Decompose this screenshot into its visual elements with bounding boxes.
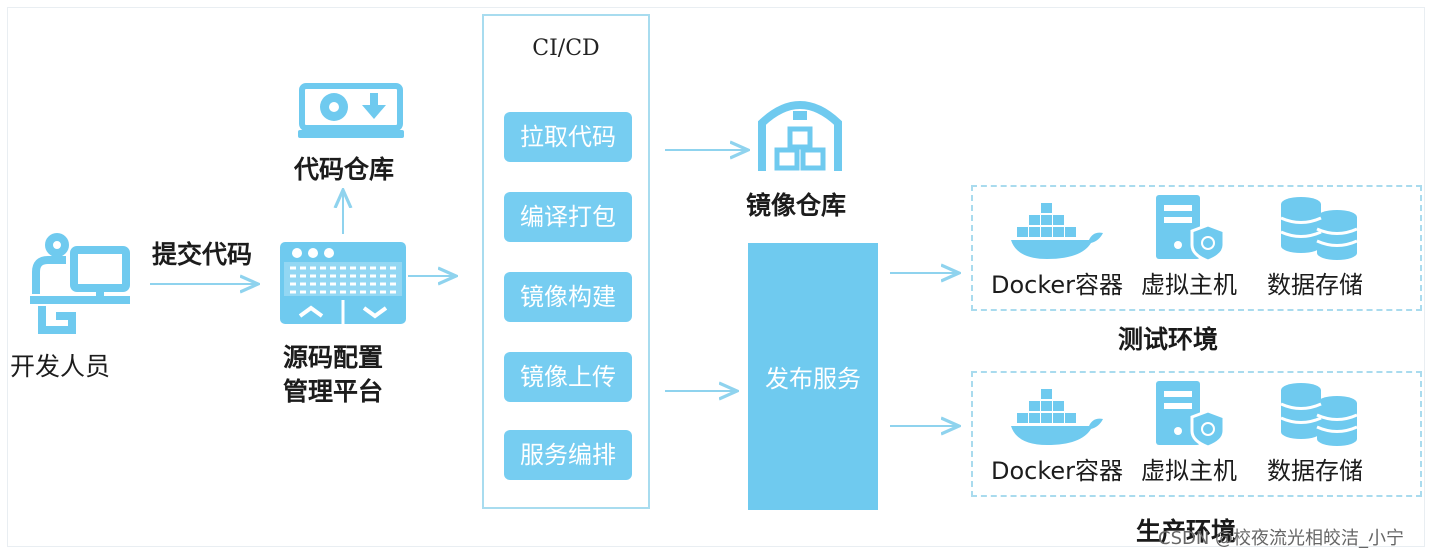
image-repository-label: 镜像仓库 <box>746 191 847 220</box>
test-vhost-label: 虚拟主机 <box>1141 271 1237 299</box>
prod-vhost-label: 虚拟主机 <box>1141 457 1237 485</box>
developer-icon <box>30 233 130 334</box>
cicd-pipeline-box: CI/CD 拉取代码 编译打包 镜像构建 镜像上传 服务编排 <box>482 14 650 509</box>
developer-label: 开发人员 <box>10 352 111 381</box>
step-pull-code: 拉取代码 <box>504 112 632 162</box>
code-repository-label: 代码仓库 <box>294 155 395 184</box>
csdn-watermark: CSDN @校夜流光相皎洁_小宁 <box>1158 528 1405 549</box>
diagram-frame <box>7 7 1425 547</box>
docker-whale-icon <box>1011 389 1103 445</box>
data-storage-database-icon <box>1280 197 1358 260</box>
scm-label-line2: 管理平台 <box>283 377 384 406</box>
prod-storage-label: 数据存储 <box>1267 457 1363 485</box>
step-service-orchestration: 服务编排 <box>504 430 632 480</box>
virtual-host-server-icon <box>1156 381 1226 449</box>
test-environment-box: Docker容器 虚拟主机 数据存储 <box>971 185 1422 311</box>
code-repository-icon <box>298 83 404 138</box>
scm-window-icon <box>280 242 406 324</box>
publish-service-label: 发布服务 <box>765 365 861 393</box>
barn-warehouse-icon <box>758 101 842 171</box>
production-environment-title: 生产环境 <box>1136 517 1237 546</box>
step-compile-package: 编译打包 <box>504 192 632 242</box>
docker-whale-icon <box>1011 203 1103 259</box>
step-image-upload: 镜像上传 <box>504 352 632 402</box>
cicd-title: CI/CD <box>532 36 600 61</box>
publish-service-block: 发布服务 <box>748 243 878 510</box>
scm-label-line1: 源码配置 <box>283 343 384 372</box>
virtual-host-server-icon <box>1156 195 1226 263</box>
production-environment-box: Docker容器 虚拟主机 数据存储 <box>971 371 1422 497</box>
data-storage-database-icon <box>1280 383 1358 446</box>
submit-code-label: 提交代码 <box>152 240 253 269</box>
test-environment-title: 测试环境 <box>1118 325 1219 354</box>
prod-docker-label: Docker容器 <box>991 457 1124 485</box>
test-docker-label: Docker容器 <box>991 271 1124 299</box>
step-image-build: 镜像构建 <box>504 272 632 322</box>
test-storage-label: 数据存储 <box>1267 271 1363 299</box>
